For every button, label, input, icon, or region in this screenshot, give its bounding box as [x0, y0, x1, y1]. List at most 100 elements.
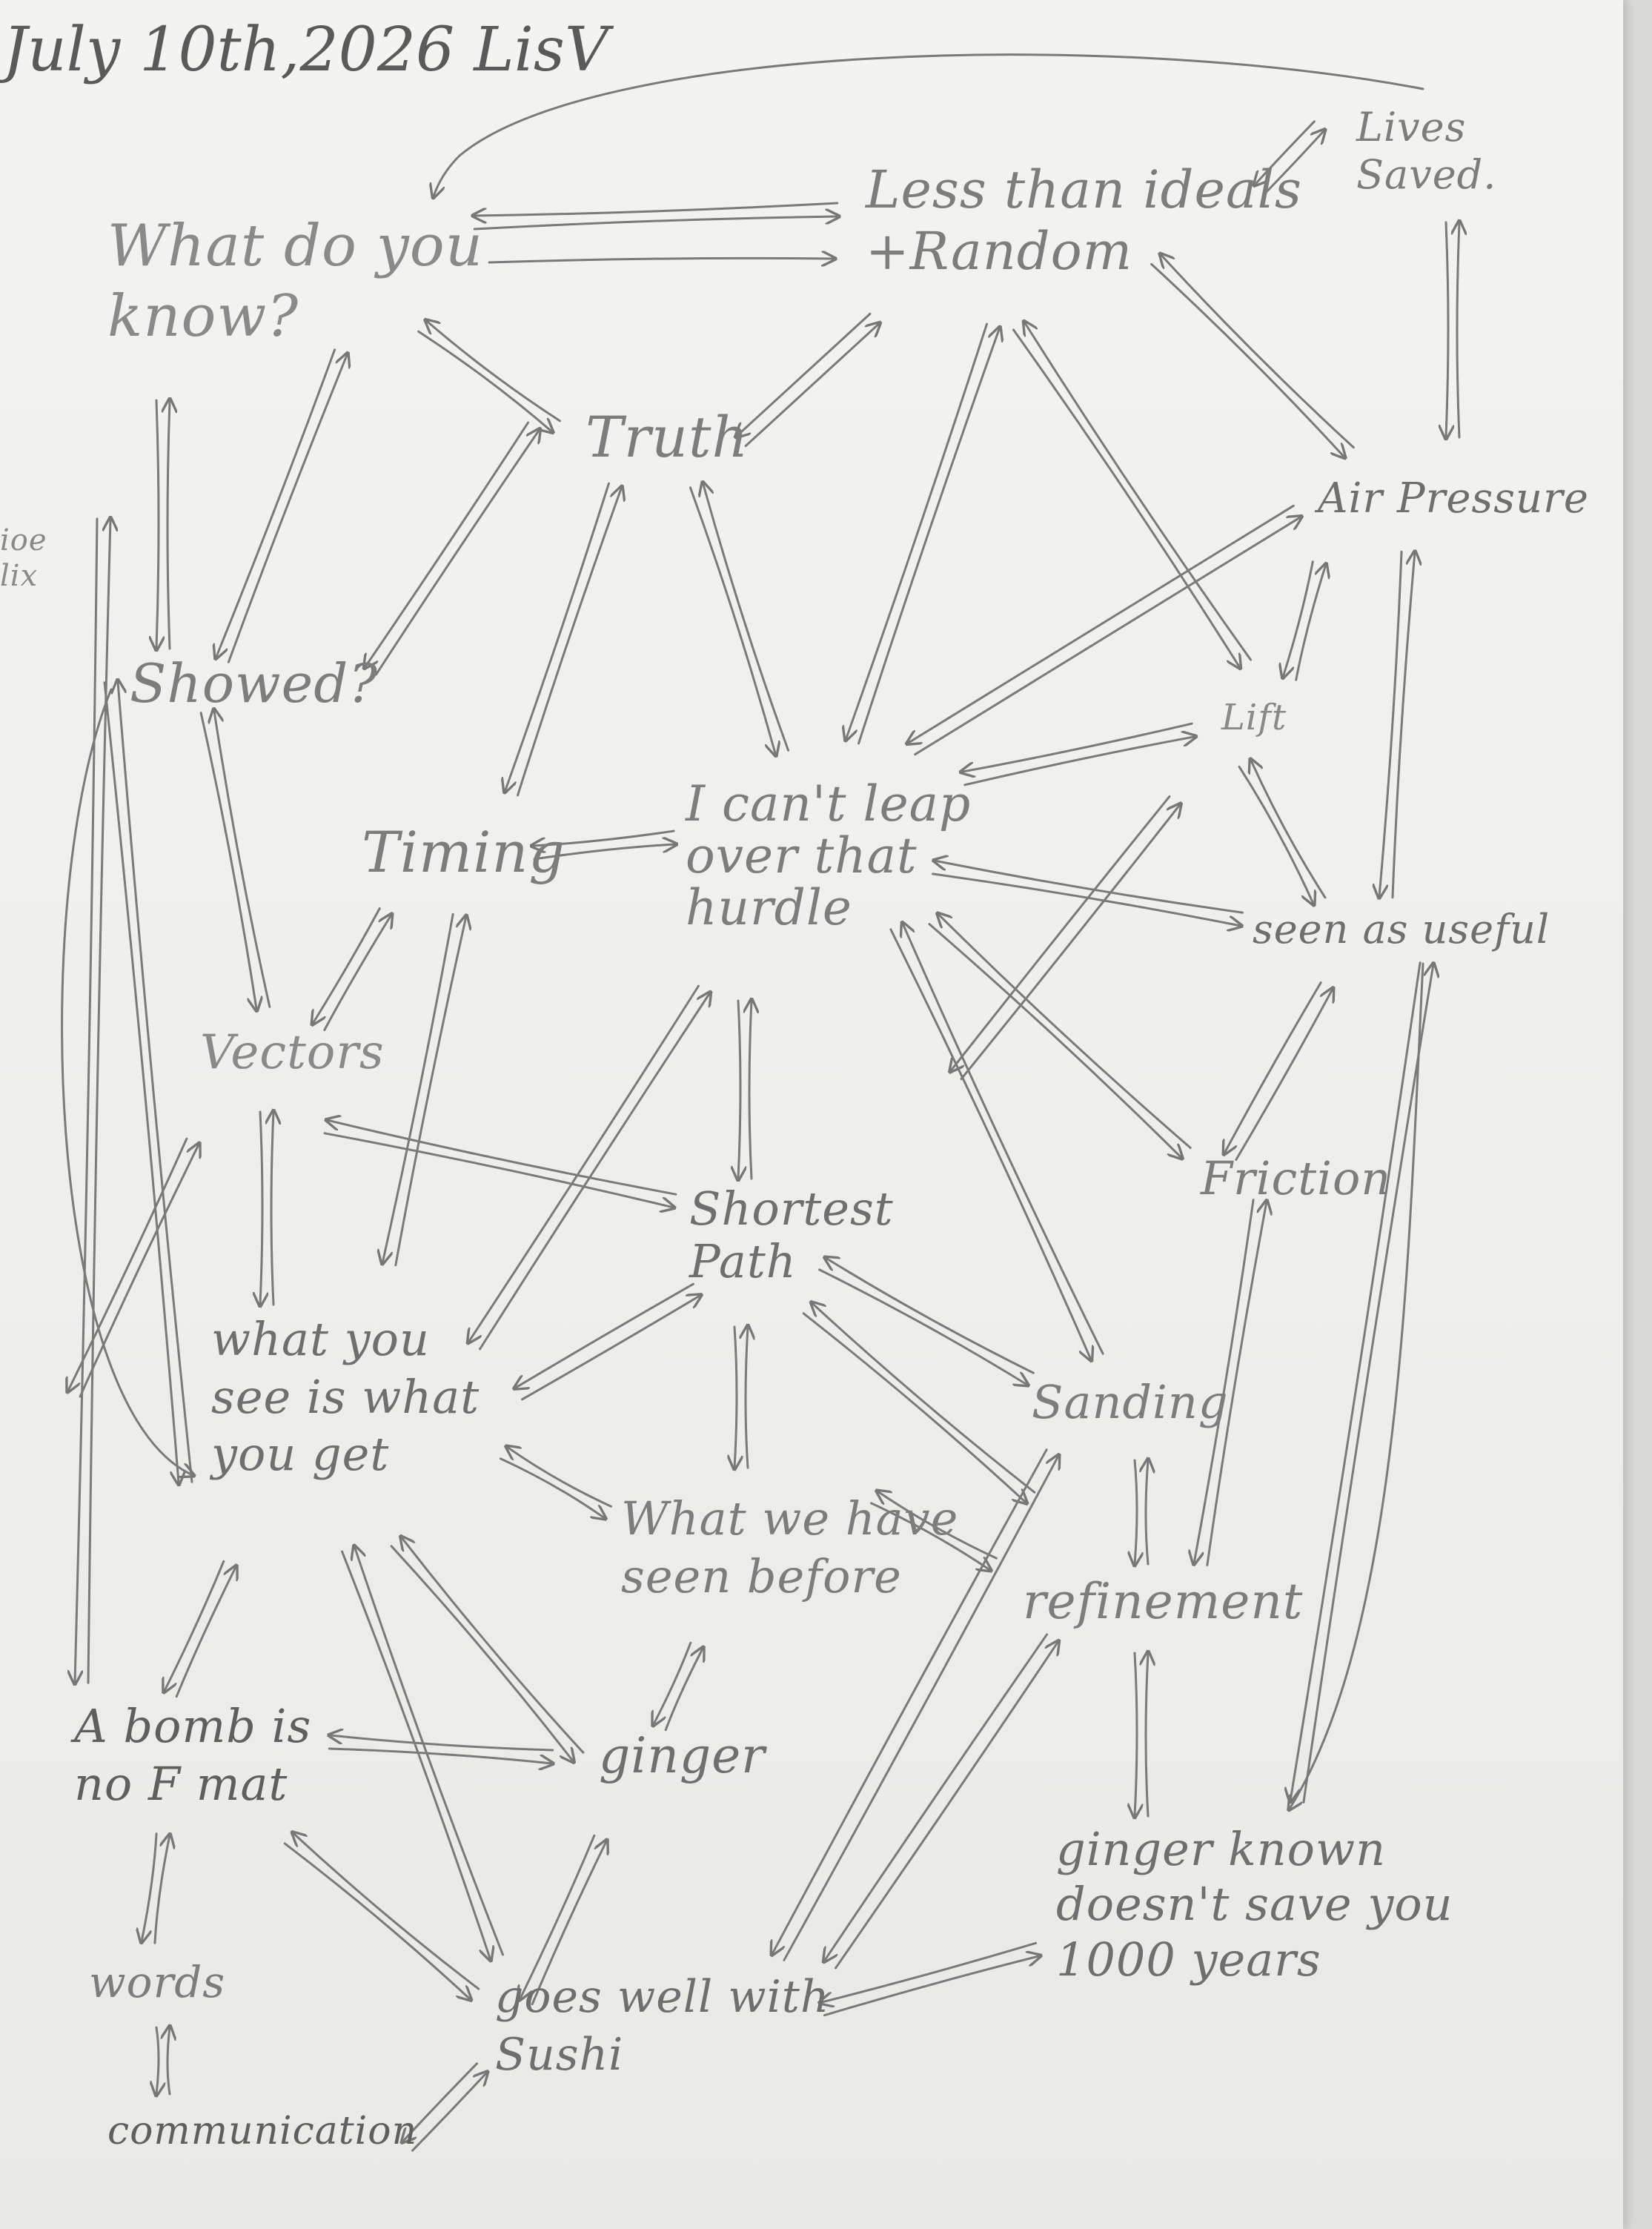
node-timing: Timing	[362, 819, 565, 885]
node-vectors: Vectors	[200, 1025, 385, 1080]
connection-arrow	[328, 1747, 551, 1763]
connection-arrow	[818, 1268, 1027, 1385]
connection-arrow	[331, 1735, 554, 1752]
connection-arrow	[1161, 255, 1355, 449]
connection-arrow	[488, 258, 834, 262]
connection-arrow	[1224, 981, 1322, 1153]
connection-arrow	[749, 1001, 752, 1180]
connection-arrow	[479, 993, 710, 1351]
connection-arrow	[531, 1841, 606, 2006]
connection-arrow	[664, 1649, 703, 1732]
looping-arrow	[61, 688, 193, 1475]
connection-arrow	[156, 2026, 159, 2094]
connection-arrow	[199, 712, 256, 1010]
connection-arrow	[165, 1560, 225, 1691]
connection-arrow	[271, 1112, 273, 1306]
connection-arrow	[738, 999, 740, 1179]
connection-arrow	[402, 1537, 585, 1754]
connection-arrow	[533, 829, 675, 846]
connection-arrow	[153, 1835, 170, 1944]
node-edge-fragment: ioe lix	[0, 523, 47, 593]
connection-arrow	[889, 928, 1091, 1359]
connection-arrow	[772, 1448, 1048, 1954]
connection-arrow	[103, 681, 179, 1483]
connection-arrow	[328, 1120, 677, 1196]
connection-arrow	[823, 1956, 1039, 2017]
node-truth: Truth	[586, 404, 749, 470]
connection-arrow	[417, 330, 552, 431]
node-words: words	[89, 1957, 226, 2007]
node-ginger: ginger	[599, 1727, 766, 1784]
connection-arrow	[216, 348, 336, 658]
connection-arrow	[654, 1641, 692, 1724]
connection-arrow	[935, 861, 1244, 914]
connection-arrow	[75, 517, 99, 1683]
connection-arrow	[79, 1145, 199, 1398]
connection-arrow	[951, 795, 1171, 1070]
node-communication: communication	[107, 2109, 418, 2153]
connection-arrow	[1238, 765, 1313, 904]
node-refinement: refinement	[1023, 1573, 1304, 1630]
connection-arrow	[214, 710, 271, 1008]
node-a-bomb-is-no-f-mat: A bomb is no F mat	[74, 1699, 312, 1811]
connection-arrow	[411, 2073, 487, 2152]
connection-arrow	[167, 400, 170, 650]
connection-arrow	[963, 737, 1195, 786]
node-lift: Lift	[1221, 697, 1287, 738]
node-what-do-you-know: What do you know?	[107, 213, 483, 351]
connection-arrow	[908, 504, 1295, 743]
connection-arrow	[1135, 1459, 1137, 1564]
connection-arrow	[1457, 222, 1459, 439]
connection-arrow	[1146, 1653, 1148, 1818]
connection-arrow	[283, 1842, 470, 1999]
connection-arrow	[167, 2027, 170, 2096]
connection-arrow	[474, 202, 839, 216]
connection-arrow	[507, 1447, 612, 1508]
looping-arrow	[434, 53, 1424, 196]
connection-arrow	[812, 1303, 1036, 1494]
connection-arrow	[1135, 1652, 1137, 1816]
connection-arrow	[500, 1457, 605, 1518]
connection-arrow	[1290, 961, 1422, 1801]
node-what-we-have-seen-before: What we have seen before	[621, 1491, 959, 1603]
page-date-title: July 10th,2026 LisV	[3, 15, 609, 85]
connection-arrow	[118, 681, 193, 1483]
connection-arrow	[517, 488, 622, 797]
connection-arrow	[802, 1312, 1026, 1503]
connection-arrow	[878, 1491, 998, 1560]
connection-arrow	[394, 917, 466, 1267]
connection-arrow	[260, 1110, 262, 1305]
connection-arrow	[734, 1325, 737, 1468]
node-goes-well-with-sushi: goes well with Sushi	[495, 1971, 830, 2081]
connection-arrow	[313, 907, 381, 1023]
connection-arrow	[1194, 1199, 1255, 1563]
connection-arrow	[533, 844, 675, 861]
connection-arrow	[938, 914, 1192, 1149]
connection-arrow	[323, 1132, 673, 1208]
connection-arrow	[1283, 560, 1314, 677]
connection-arrow	[515, 1282, 694, 1388]
connection-arrow	[846, 322, 988, 739]
connection-arrow	[1146, 1460, 1148, 1566]
connection-arrow	[142, 1832, 158, 1941]
connection-arrow	[156, 399, 159, 649]
connection-arrow	[962, 722, 1193, 772]
node-friction: Friction	[1201, 1151, 1392, 1205]
connection-arrow	[960, 805, 1180, 1081]
connection-arrow	[468, 984, 700, 1342]
node-cant-leap: I can't leap over that hurdle	[686, 775, 972, 936]
connection-arrow	[227, 354, 347, 663]
node-shortest-path: Shortest Path	[689, 1182, 894, 1289]
connection-arrow	[737, 312, 872, 436]
connection-arrow	[928, 923, 1181, 1158]
connection-arrow	[341, 1550, 491, 1959]
connection-arrow	[857, 328, 1000, 745]
connection-arrow	[521, 1296, 700, 1401]
connection-arrow	[1302, 964, 1433, 1804]
connection-arrow	[520, 1834, 596, 1998]
node-less-than-ideals: Less than ideals +Random	[866, 159, 1302, 282]
connection-arrow	[1264, 130, 1324, 195]
connection-arrow	[821, 1941, 1038, 2002]
connection-arrow	[390, 1545, 573, 1761]
connection-arrow	[1150, 262, 1344, 457]
